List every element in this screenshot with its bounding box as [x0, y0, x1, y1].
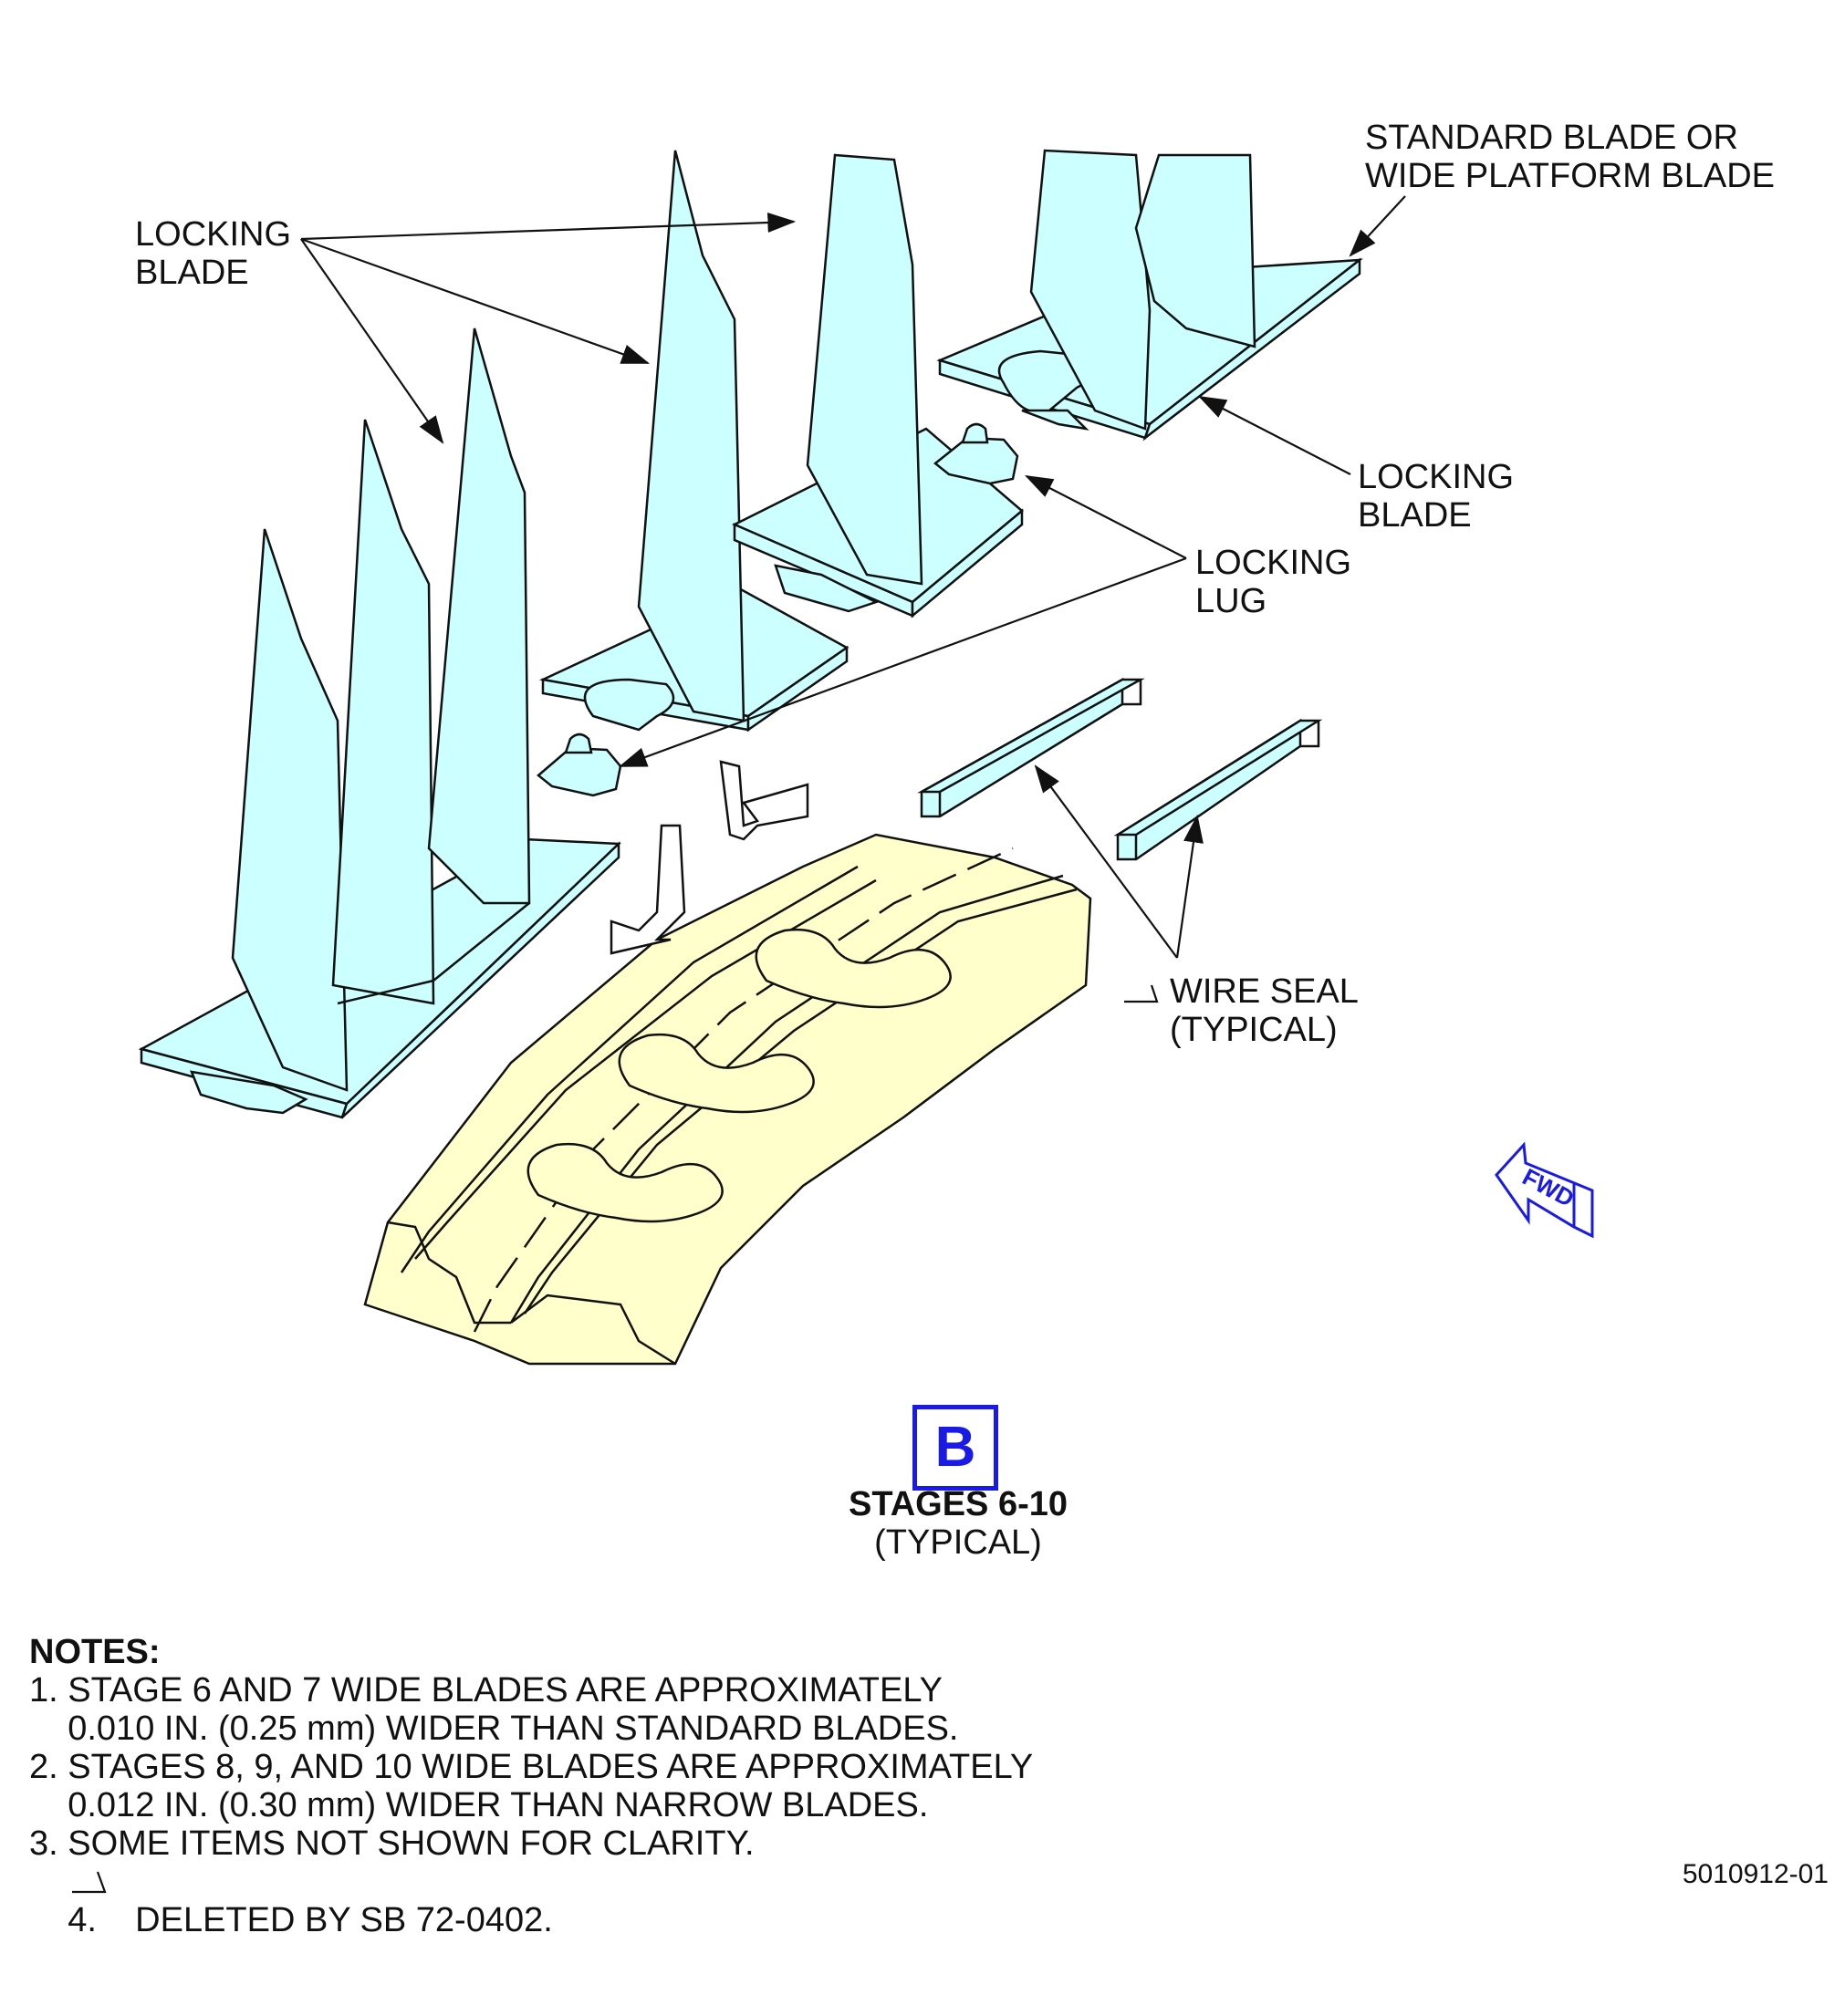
notes-heading: NOTES: [29, 1633, 161, 1671]
locking-blade-label-left: LOCKING BLADE [135, 215, 292, 292]
locking-blade-middle [538, 150, 850, 733]
leader-lines [300, 195, 1406, 1003]
assembly-arrow-2 [719, 760, 809, 841]
view-letter-box: B [912, 1405, 998, 1491]
note-3: 3. SOME ITEMS NOT SHOWN FOR CLARITY. [29, 1824, 755, 1863]
blade-assembly-illustration [138, 149, 1406, 1366]
note-2: 2. STAGES 8, 9, AND 10 WIDE BLADES ARE A… [29, 1748, 1034, 1824]
locking-lug-label: LOCKING LUG [1195, 544, 1352, 620]
blade-group-left [138, 327, 621, 1119]
note-4: 4. DELETED BY SB 72-0402. [29, 1863, 1033, 2016]
assembly-arrow-1 [610, 824, 686, 955]
notes-block: NOTES: 1. STAGE 6 AND 7 WIDE BLADES ARE … [29, 1633, 1033, 2016]
wire-seal-label: WIRE SEAL (TYPICAL) [1170, 972, 1359, 1049]
view-title: STAGES 6-10 [848, 1485, 1068, 1523]
delete-marker-icon [72, 1871, 107, 1894]
locking-lug-lower [537, 733, 622, 797]
fwd-arrow-icon: FWD [1495, 1141, 1594, 1239]
standard-blade-label: STANDARD BLADE OR WIDE PLATFORM BLADE [1365, 119, 1776, 195]
note-1: 1. STAGE 6 AND 7 WIDE BLADES ARE APPROXI… [29, 1671, 959, 1748]
view-subtitle: (TYPICAL) [874, 1523, 1042, 1562]
rotor-disk-segment [363, 833, 1092, 1366]
standard-blade [936, 149, 1363, 442]
locking-blade-label-right: LOCKING BLADE [1358, 458, 1515, 535]
figure-id: 5010912-01 [1682, 1859, 1829, 1889]
wire-seal-1 [917, 677, 1145, 818]
locking-lug-upper [933, 422, 1019, 485]
wire-seal-2 [1113, 718, 1323, 861]
